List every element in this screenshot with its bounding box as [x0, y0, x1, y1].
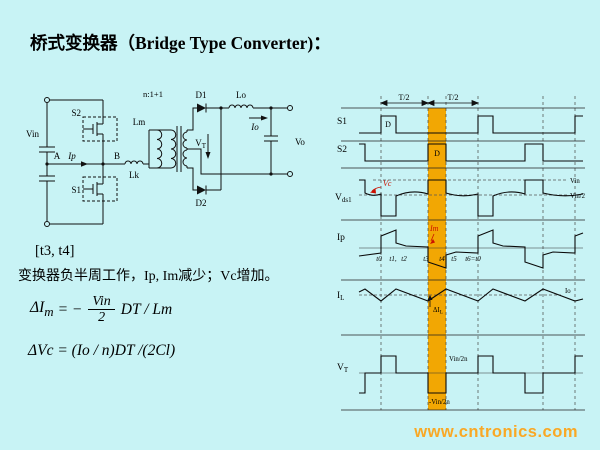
s1-dashed-box — [82, 176, 118, 202]
row-label-il: IL — [337, 291, 344, 302]
row-label-ip: Ip — [337, 233, 345, 243]
vc-arrowhead — [370, 188, 376, 194]
half-period-label-1: T/2 — [398, 93, 409, 102]
label-io: Io — [250, 122, 259, 132]
label-ip: Ip — [67, 151, 76, 161]
label-turns-ratio: n:1+1 — [143, 89, 163, 99]
im-arrowhead — [430, 239, 435, 244]
f1-fraction: Vin 2 — [88, 294, 115, 326]
row-label-s1: S1 — [337, 117, 347, 127]
vin-half-level-label: Vin/2 — [570, 193, 586, 200]
time-label-t2: t2 — [401, 255, 407, 263]
im-arrow — [430, 233, 435, 242]
io-arrowhead — [261, 115, 268, 121]
label-d2: D2 — [196, 198, 207, 208]
circuit-marks — [45, 103, 273, 195]
label-node-a: A — [54, 151, 61, 161]
label-s2: S2 — [71, 108, 81, 118]
time-label-t5: t5 — [451, 255, 457, 263]
il-waveform — [358, 288, 584, 302]
title-zh: 桥式变换器（ — [30, 33, 135, 53]
row-label-s2: S2 — [337, 145, 347, 155]
vt-pos-label: Vin/2n — [449, 356, 468, 363]
title-colon: ： — [313, 33, 331, 53]
label-lk: Lk — [129, 170, 139, 180]
page-title: 桥式变换器（Bridge Type Converter)： — [30, 30, 331, 55]
time-label-t3: t3 — [423, 255, 429, 263]
label-node-b: B — [114, 151, 120, 161]
im-annotation: Im — [429, 224, 439, 233]
vt-waveform — [359, 355, 583, 394]
vt-arrowhead — [205, 152, 211, 159]
vds1-waveform — [359, 179, 584, 217]
delta-il-label: ΔIL — [433, 307, 444, 316]
secondary-coil-lower — [182, 149, 188, 167]
vc-annotation: Vc — [383, 179, 392, 188]
time-label-t6: t6=t0 — [465, 255, 481, 263]
label-vt: VT — [195, 138, 207, 150]
watermark: www.cntronics.com — [414, 423, 578, 441]
f1-rel: = − — [57, 300, 83, 318]
interval-note: [t3, t4] — [35, 243, 75, 259]
vin-level-label: Vin — [570, 178, 580, 185]
label-vo: Vo — [295, 137, 305, 147]
time-label-t1: t1, — [389, 255, 396, 263]
duty-label-s2: D — [434, 149, 440, 158]
highlight-band-t3-t4 — [428, 108, 446, 410]
vo-plus-terminal — [287, 105, 293, 111]
lk-coil — [124, 160, 144, 165]
vc-arrow — [371, 186, 382, 192]
formula-delta-vc: ΔVc = (Io / n)DT /(2Cl) — [28, 342, 176, 359]
time-label-t4: t4 — [439, 255, 445, 263]
label-lm: Lm — [133, 117, 146, 127]
half-period-label-2: T/2 — [447, 93, 458, 102]
vin-plus-terminal — [44, 97, 50, 103]
row-separators — [341, 107, 585, 411]
row-label-vds1: Vds1 — [335, 193, 352, 204]
lo-coil — [228, 104, 254, 109]
title-en: Bridge Type Converter) — [135, 33, 314, 53]
circuit-diagram: Vin S2 S1 A B Ip Lk Lm n:1+1 D1 D2 Lo Io… — [26, 89, 305, 227]
axis-lines — [359, 247, 583, 374]
description-text: 变换器负半周工作，Ip, Im减少；Vc增加。 — [18, 269, 279, 284]
label-d1: D1 — [196, 90, 207, 100]
s2-dashed-box — [82, 116, 118, 142]
label-vin: Vin — [26, 129, 39, 139]
label-s1: S1 — [71, 185, 81, 195]
half-period-arrows — [379, 99, 480, 107]
formula-delta-im: ΔIm = − Vin 2 DT / Lm — [30, 294, 172, 326]
label-lo: Lo — [236, 90, 246, 100]
ip-waveform — [358, 229, 584, 269]
circuit-wires — [39, 97, 293, 227]
waveform-chart: T/2 T/2 S1 S2 Vds1 Ip IL VT D D Vin Vin/… — [335, 93, 586, 411]
duty-label-s1: D — [385, 120, 391, 129]
delta-il-arrowhead — [427, 295, 433, 300]
level-gridlines — [359, 179, 567, 296]
time-label-t0: t0 — [376, 255, 382, 263]
lm-coil — [156, 129, 163, 169]
s2-waveform — [359, 143, 583, 162]
f1-tail: DT / Lm — [120, 300, 173, 318]
waveform-traces — [358, 115, 584, 394]
vt-neg-label: -Vin/2n — [429, 399, 450, 406]
vo-minus-terminal — [287, 171, 293, 177]
f1-lhs: ΔIm — [30, 299, 54, 320]
secondary-coil-upper — [182, 131, 188, 149]
io-level-label: Io — [565, 288, 571, 295]
vin-minus-terminal — [44, 221, 50, 227]
row-label-vt: VT — [337, 363, 349, 374]
primary-coil — [170, 129, 177, 169]
ip-arrowhead — [81, 161, 88, 167]
s1-waveform — [359, 115, 583, 134]
